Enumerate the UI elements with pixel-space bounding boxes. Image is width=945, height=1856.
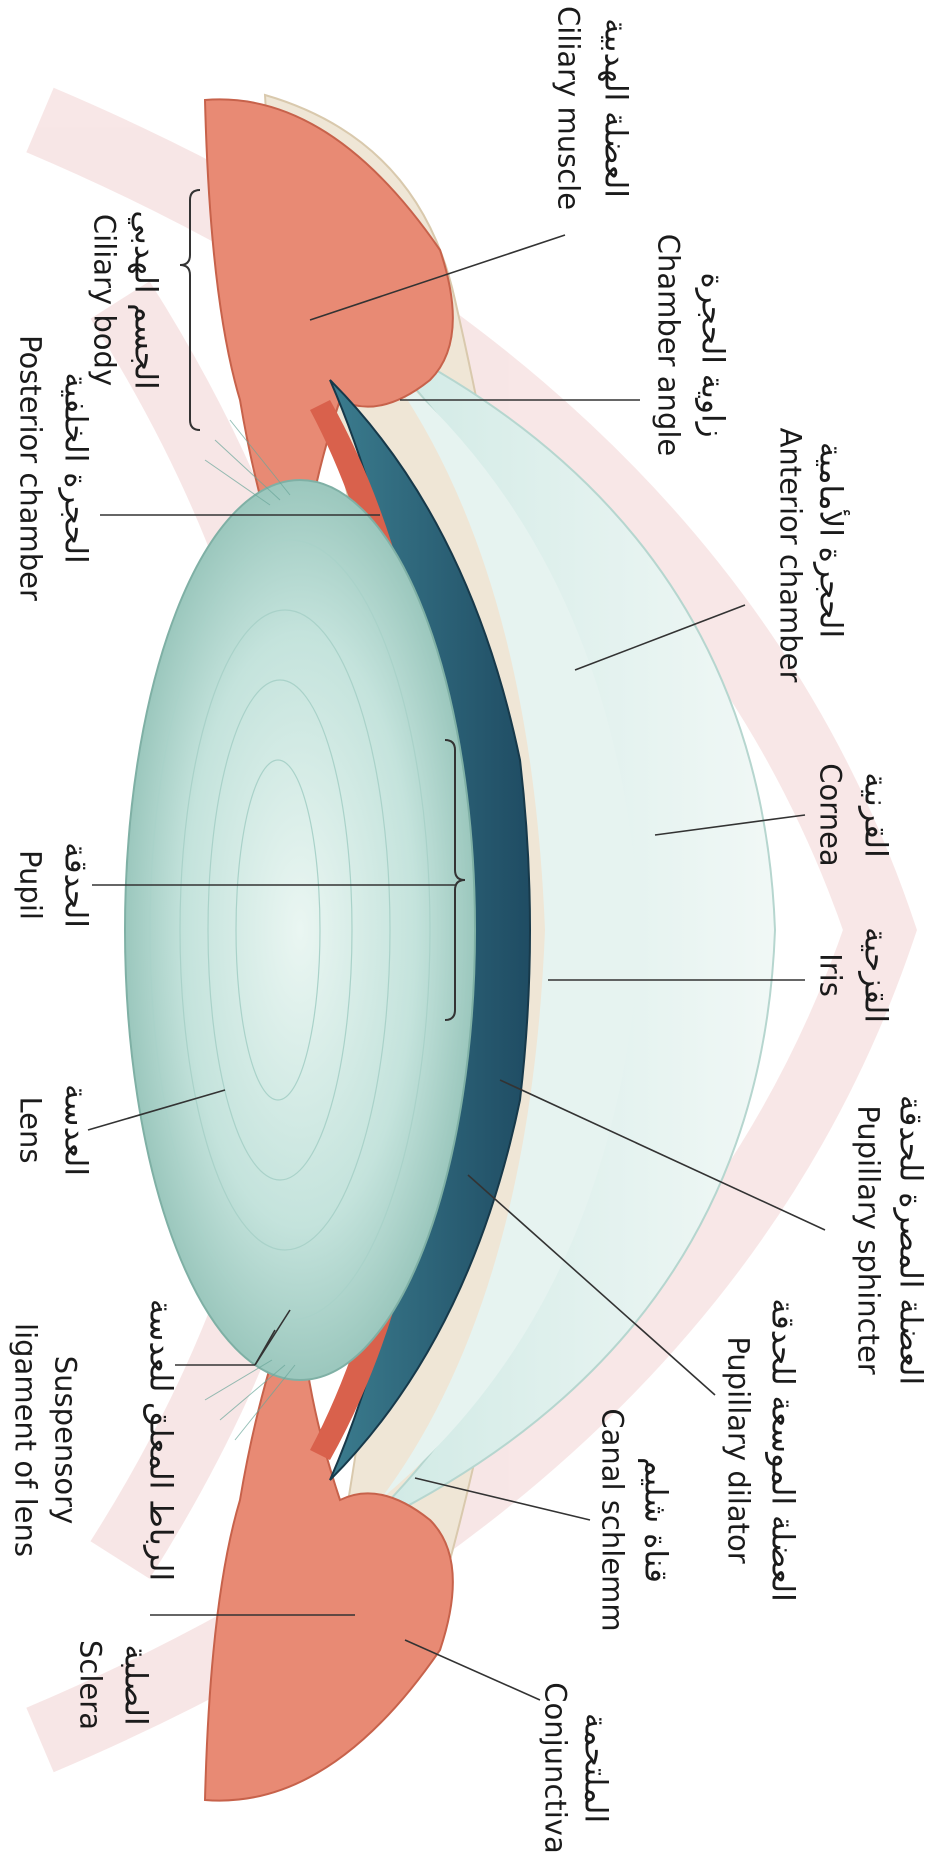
- iris-label-en: Iris: [816, 953, 845, 997]
- sclera-label-ar: الصلبة: [120, 1644, 151, 1725]
- pupillary-sphincter-label-ar: العضلة المصرة للحدقة: [895, 1095, 926, 1385]
- ciliary-muscle-label-en: Ciliary muscle: [554, 6, 583, 210]
- pupil-label-en: Pupil: [16, 850, 45, 920]
- lens: [125, 480, 475, 1380]
- chamber-angle-label-en: Chamber angle: [654, 234, 683, 457]
- cornea-label-ar: القرنية: [860, 772, 891, 857]
- canal-schlemm-label-ar: قناة شليم: [640, 1457, 671, 1583]
- pupillary-dilator-label-en: Pupillary dilator: [724, 1336, 753, 1563]
- pupillary-dilator-label-ar: العضلة الموسعة للحدقة: [767, 1298, 798, 1601]
- iris-label-ar: القزحية: [860, 927, 891, 1023]
- ciliary-muscle-label-ar: العضلة الهدبية: [600, 18, 631, 198]
- conjunctiva-label-ar: الملتحمة: [580, 1713, 611, 1823]
- ciliary-body-label-ar: الجسم الهدبي: [130, 210, 161, 389]
- chamber-angle-label-ar: زاوية الحجرة: [697, 272, 728, 437]
- lens-label-en: Lens: [16, 1097, 45, 1164]
- posterior-chamber-label-en: Posterior chamber: [16, 335, 45, 601]
- posterior-chamber-label-ar: الحجرة الخلفية: [60, 372, 91, 563]
- suspensory-ligament-label-ar: الرباط المعلق للعدسة: [145, 1299, 176, 1581]
- anterior-chamber-label-en: Anterior chamber: [776, 428, 805, 683]
- suspensory-ligament-label-en1: Suspensory: [51, 1356, 80, 1524]
- ciliary-body-label-en: Ciliary body: [90, 214, 119, 386]
- conjunctiva-label-en: Conjunctiva: [541, 1682, 570, 1854]
- cornea-label-en: Cornea: [816, 763, 845, 866]
- sclera-label-en: Sclera: [76, 1640, 105, 1730]
- canal-schlemm-label-en: Canal schlemm: [598, 1408, 627, 1631]
- suspensory-ligament-label-en2: ligament of lens: [11, 1323, 40, 1557]
- pupillary-sphincter-label-en: Pupillary sphincter: [854, 1105, 883, 1374]
- pupil-label-ar: الحدقة: [60, 842, 91, 928]
- lens-label-ar: العدسة: [60, 1084, 91, 1176]
- anterior-chamber-label-ar: الحجرة الأمامية: [815, 442, 846, 638]
